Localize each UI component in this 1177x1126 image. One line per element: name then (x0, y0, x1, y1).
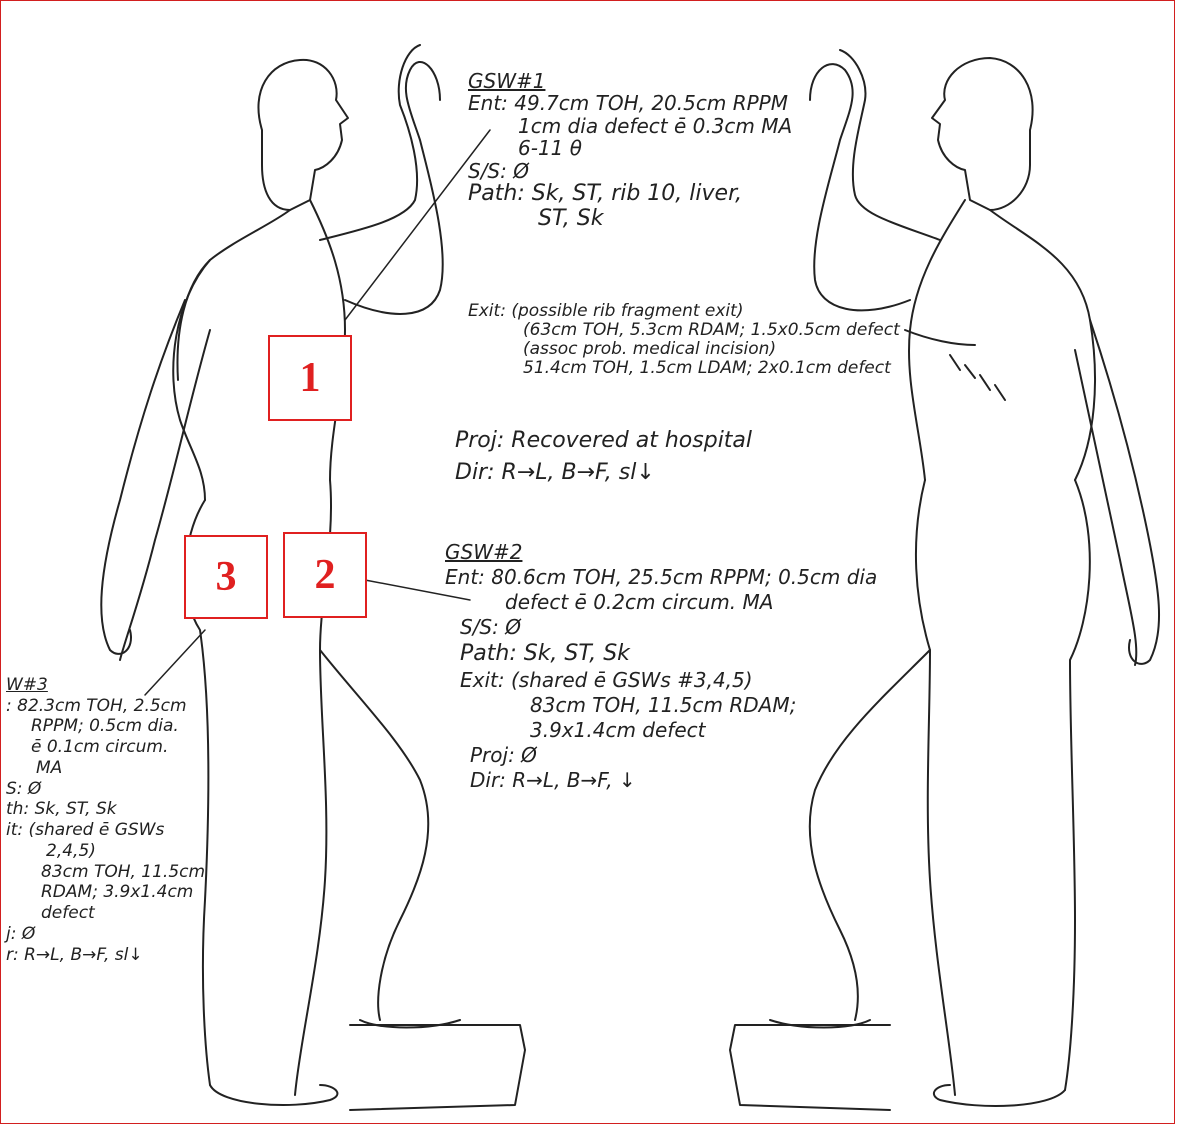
gsw3-proj: j: Ø (6, 924, 205, 945)
gsw1-entry-line-2: 1cm dia defect ē 0.3cm MA (468, 115, 792, 137)
gsw2-entry-line-2: defect ē 0.2cm circum. MA (445, 590, 877, 615)
wound-marker-2: 2 (283, 532, 367, 618)
wound-marker-3: 3 (184, 535, 268, 619)
gsw1-path-line-1: Path: Sk, ST, rib 10, liver, (468, 182, 792, 207)
gsw2-exit-line-1: Exit: (shared ē GSWs #3,4,5) (445, 668, 877, 693)
gsw3-exit-line-5: defect (6, 903, 205, 924)
gsw1-ss: S/S: Ø (468, 160, 792, 182)
gsw2-proj: Proj: Ø (445, 743, 877, 768)
gsw1-exit-note: Exit: (possible rib fragment exit) (63cm… (468, 302, 900, 378)
gsw2-exit-line-3: 3.9x1.4cm defect (445, 718, 877, 743)
gsw1-path-line-2: ST, Sk (468, 207, 792, 232)
gsw1-proj: Proj: Recovered at hospital (455, 425, 752, 457)
gsw1-entry-line-3: 6-11 θ (468, 137, 792, 159)
gsw1-exit-line-4: 51.4cm TOH, 1.5cm LDAM; 2x0.1cm defect (468, 359, 900, 378)
gsw3-exit-line-4: RDAM; 3.9x1.4cm (6, 882, 205, 903)
gsw2-note: GSW#2 Ent: 80.6cm TOH, 25.5cm RPPM; 0.5c… (445, 540, 877, 793)
gsw1-exit-line-1: Exit: (possible rib fragment exit) (468, 302, 900, 321)
gsw3-ss: S: Ø (6, 779, 205, 800)
gsw3-entry-line-2: RPPM; 0.5cm dia. (6, 716, 205, 737)
gsw3-exit-line-2: 2,4,5) (6, 841, 205, 862)
gsw3-entry-line-4: MA (6, 758, 205, 779)
gsw3-path: th: Sk, ST, Sk (6, 799, 205, 820)
gsw2-title: GSW#2 (445, 540, 877, 565)
gsw2-entry-line-1: Ent: 80.6cm TOH, 25.5cm RPPM; 0.5cm dia (445, 565, 877, 590)
gsw1-exit-line-3: (assoc prob. medical incision) (468, 340, 900, 359)
gsw3-title: W#3 (6, 675, 205, 696)
gsw1-entry-line-1: Ent: 49.7cm TOH, 20.5cm RPPM (468, 92, 792, 114)
gsw1-exit-line-2: (63cm TOH, 5.3cm RDAM; 1.5x0.5cm defect (468, 321, 900, 340)
gsw2-exit-line-2: 83cm TOH, 11.5cm RDAM; (445, 693, 877, 718)
gsw2-dir: Dir: R→L, B→F, ↓ (445, 768, 877, 793)
gsw2-path: Path: Sk, ST, Sk (445, 640, 877, 668)
gsw2-ss: S/S: Ø (445, 615, 877, 640)
gsw3-note: W#3 : 82.3cm TOH, 2.5cm RPPM; 0.5cm dia.… (6, 675, 205, 965)
gsw1-dir: Dir: R→L, B→F, sl↓ (455, 457, 752, 489)
gsw1-note: GSW#1 Ent: 49.7cm TOH, 20.5cm RPPM 1cm d… (468, 70, 792, 231)
gsw3-entry-line-3: ē 0.1cm circum. (6, 737, 205, 758)
gsw1-title: GSW#1 (468, 70, 792, 92)
wound-marker-1: 1 (268, 335, 352, 421)
gsw3-entry-line-1: : 82.3cm TOH, 2.5cm (6, 696, 205, 717)
gsw1-proj-dir-note: Proj: Recovered at hospital Dir: R→L, B→… (455, 425, 752, 489)
gsw3-exit-line-1: it: (shared ē GSWs (6, 820, 205, 841)
gsw3-dir: r: R→L, B→F, sl↓ (6, 945, 205, 966)
gsw3-exit-line-3: 83cm TOH, 11.5cm (6, 862, 205, 883)
